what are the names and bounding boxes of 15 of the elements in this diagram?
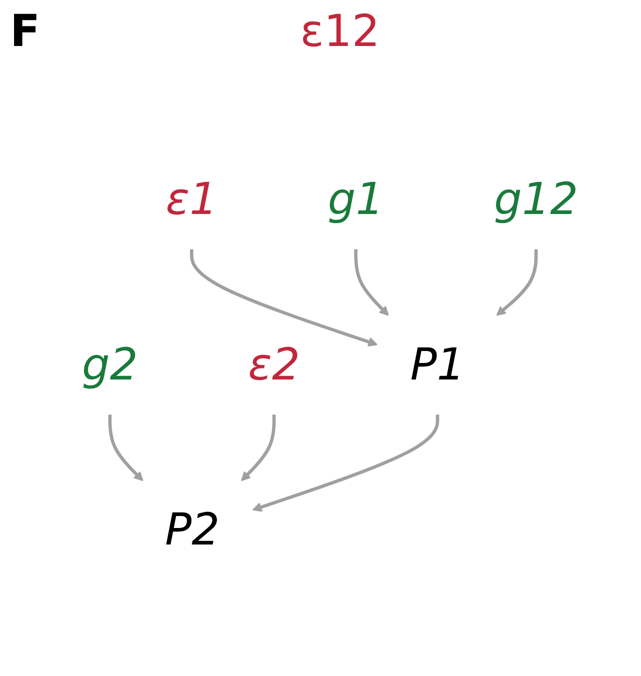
node-text: P2 bbox=[165, 504, 220, 556]
node-text: P1 bbox=[410, 340, 465, 390]
node-text: g2 bbox=[82, 340, 138, 390]
node-text: g1 bbox=[328, 174, 384, 226]
node-text: g12 bbox=[494, 174, 578, 226]
arrow bbox=[354, 249, 389, 316]
node-text: ε1 bbox=[166, 174, 218, 226]
arrow bbox=[496, 249, 538, 316]
arrow bbox=[252, 414, 440, 512]
arrow bbox=[108, 414, 144, 482]
panel-letter: F bbox=[10, 6, 40, 57]
arrow bbox=[240, 414, 276, 482]
term-label: ε12 bbox=[300, 6, 380, 57]
node-text: ε2 bbox=[248, 340, 300, 390]
arrow bbox=[190, 249, 378, 347]
